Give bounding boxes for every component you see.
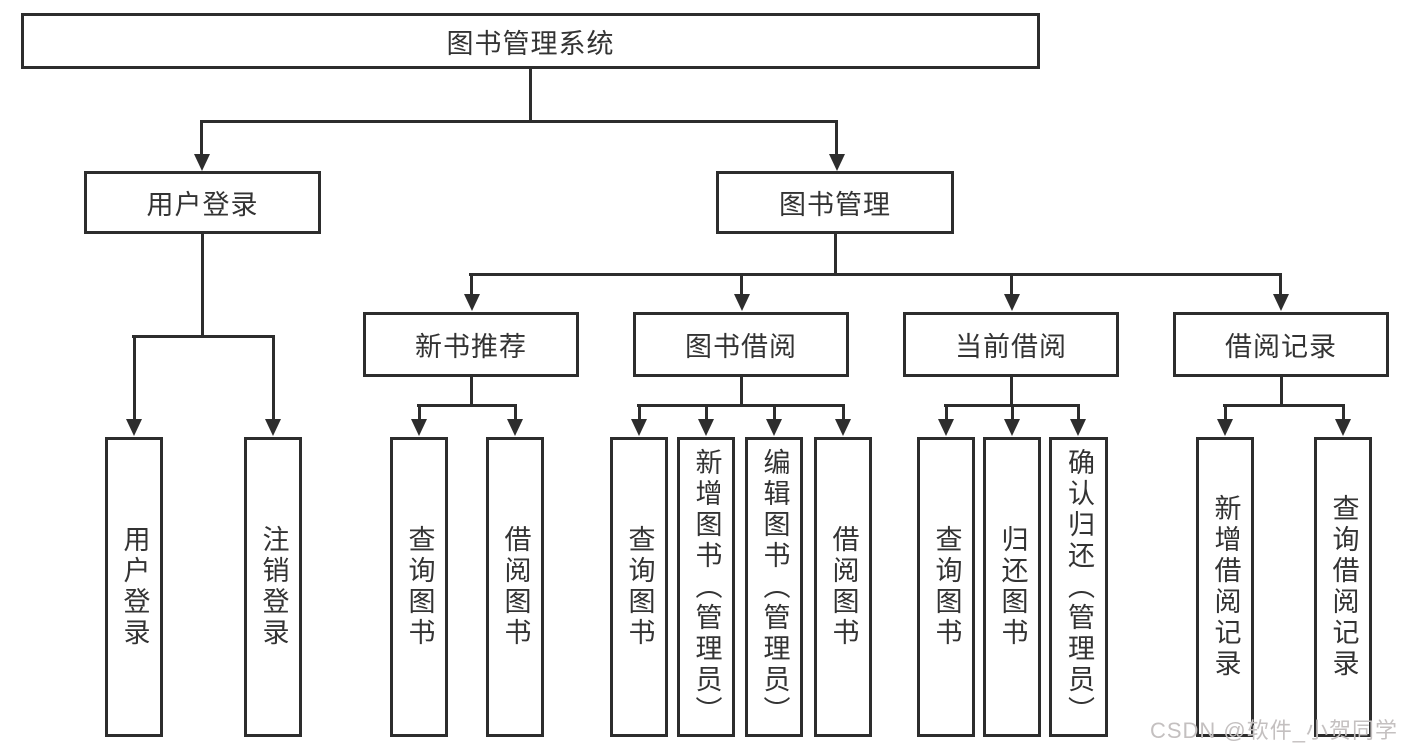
connector-current-borrow-drop-2 (1011, 404, 1014, 420)
connector-new-book-drop-2 (514, 404, 517, 420)
arrowhead-leaf-query-book-1 (411, 419, 427, 436)
arrowhead-book-management (829, 154, 845, 171)
leaf-borrow-book-1: 借阅图书 (486, 437, 544, 737)
connector-borrow-records-rail (1223, 404, 1345, 407)
leaf-add-book-admin: 新增图书（管理员） (677, 437, 735, 737)
leaf-borrow-book-1-label: 借阅图书 (500, 525, 531, 649)
leaf-query-book-3: 查询图书 (917, 437, 975, 737)
arrowhead-new-book-recommend (464, 294, 480, 311)
arrowhead-leaf-user-login (126, 419, 142, 436)
leaf-confirm-return-admin: 确认归还（管理员） (1049, 437, 1108, 737)
connector-book-borrow-rail (637, 404, 845, 407)
arrowhead-leaf-query-book-3 (938, 419, 954, 436)
connector-book-borrow-drop-4 (842, 404, 845, 420)
node-new-book-recommend: 新书推荐 (363, 312, 579, 377)
leaf-query-borrow-record: 查询借阅记录 (1314, 437, 1372, 737)
arrowhead-leaf-borrow-book-2 (835, 419, 851, 436)
leaf-query-borrow-record-label: 查询借阅记录 (1328, 494, 1359, 680)
node-current-borrow: 当前借阅 (903, 312, 1119, 377)
connector-book-borrow-drop-3 (773, 404, 776, 420)
connector-level3-drop-4 (1279, 273, 1282, 297)
connector-current-borrow-stem (1010, 377, 1013, 407)
node-book-management: 图书管理 (716, 171, 954, 234)
connector-root-stem (529, 69, 532, 122)
leaf-query-book-2: 查询图书 (610, 437, 668, 737)
leaf-query-book-1-label: 查询图书 (404, 525, 435, 649)
leaf-query-book-3-label: 查询图书 (931, 525, 962, 649)
node-book-borrow-label: 图书借阅 (685, 332, 797, 362)
node-current-borrow-label: 当前借阅 (955, 332, 1067, 362)
node-book-management-label: 图书管理 (779, 190, 891, 220)
leaf-return-book-label: 归还图书 (997, 525, 1028, 649)
connector-new-book-rail (417, 404, 517, 407)
node-new-book-recommend-label: 新书推荐 (415, 332, 527, 362)
connector-level2-drop-left (200, 120, 203, 157)
connector-book-borrow-drop-2 (705, 404, 708, 420)
leaf-logout-label: 注销登录 (258, 525, 289, 649)
node-user-login: 用户登录 (84, 171, 321, 234)
node-borrow-records-label: 借阅记录 (1225, 332, 1337, 362)
connector-new-book-drop-1 (418, 404, 421, 420)
watermark: CSDN @软件_小贺同学 (1149, 718, 1398, 743)
connector-user-login-drop-2 (272, 335, 275, 421)
arrowhead-leaf-borrow-book-1 (507, 419, 523, 436)
leaf-user-login-label: 用户登录 (119, 525, 150, 649)
arrowhead-leaf-edit-book (766, 419, 782, 436)
node-library-system-label: 图书管理系统 (446, 28, 615, 59)
connector-level3-drop-2 (740, 273, 743, 297)
node-borrow-records: 借阅记录 (1173, 312, 1389, 377)
arrowhead-leaf-logout (265, 419, 281, 436)
leaf-borrow-book-2: 借阅图书 (814, 437, 872, 737)
node-user-login-label: 用户登录 (146, 190, 259, 220)
connector-level2-rail (200, 120, 838, 123)
arrowhead-leaf-add-record (1217, 419, 1233, 436)
connector-book-management-stem (834, 233, 837, 276)
connector-borrow-records-drop-2 (1342, 404, 1345, 420)
arrowhead-leaf-confirm-return (1070, 419, 1086, 436)
leaf-query-book-2-label: 查询图书 (624, 525, 655, 649)
connector-level3-drop-1 (470, 273, 473, 297)
arrowhead-user-login (194, 154, 210, 171)
connector-book-borrow-stem (740, 377, 743, 407)
node-library-system: 图书管理系统 (21, 13, 1040, 69)
node-book-borrow: 图书借阅 (633, 312, 849, 377)
connector-user-login-rail (132, 335, 275, 338)
connector-borrow-records-stem (1280, 377, 1283, 407)
connector-user-login-drop-1 (133, 335, 136, 421)
connector-book-borrow-drop-1 (638, 404, 641, 420)
leaf-return-book: 归还图书 (983, 437, 1041, 737)
arrowhead-leaf-query-record (1335, 419, 1351, 436)
leaf-confirm-return-admin-label: 确认归还（管理员） (1064, 447, 1094, 727)
leaf-user-login: 用户登录 (105, 437, 163, 737)
leaf-add-borrow-record: 新增借阅记录 (1196, 437, 1254, 737)
leaf-edit-book-admin-label: 编辑图书（管理员） (759, 447, 790, 727)
connector-current-borrow-drop-3 (1077, 404, 1080, 420)
connector-level2-drop-right (835, 120, 838, 157)
leaf-borrow-book-2-label: 借阅图书 (828, 525, 859, 649)
connector-borrow-records-drop-1 (1224, 404, 1227, 420)
leaf-edit-book-admin: 编辑图书（管理员） (745, 437, 803, 737)
arrowhead-borrow-records (1273, 294, 1289, 311)
leaf-query-book-1: 查询图书 (390, 437, 448, 737)
arrowhead-leaf-add-book (698, 419, 714, 436)
connector-user-login-stem (201, 233, 204, 337)
arrowhead-leaf-return-book (1004, 419, 1020, 436)
leaf-add-book-admin-label: 新增图书（管理员） (691, 447, 722, 727)
leaf-logout: 注销登录 (244, 437, 302, 737)
arrowhead-leaf-query-book-2 (631, 419, 647, 436)
connector-new-book-stem (470, 377, 473, 407)
arrowhead-current-borrow (1004, 294, 1020, 311)
connector-level3-drop-3 (1010, 273, 1013, 297)
connector-current-borrow-drop-1 (945, 404, 948, 420)
leaf-add-borrow-record-label: 新增借阅记录 (1210, 494, 1241, 680)
connector-level3-rail (469, 273, 1282, 276)
arrowhead-book-borrow (734, 294, 750, 311)
